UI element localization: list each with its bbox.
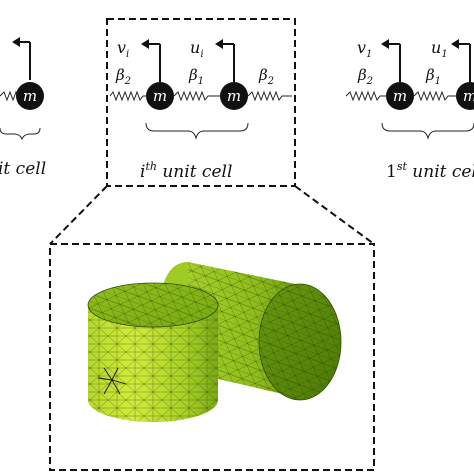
mass-label-left-edge: m <box>23 87 37 105</box>
mass-label-ui: m <box>227 87 241 105</box>
spring-beta1-1st <box>413 90 456 102</box>
disp-label-vi: vi <box>117 38 129 60</box>
brace-left-edge <box>0 127 41 141</box>
zoom-frame <box>106 18 296 187</box>
zoom-connector-left <box>49 185 108 245</box>
brace-1st-cell <box>381 122 474 140</box>
mesh-node-star <box>97 367 127 395</box>
spring-label-beta1: β1 <box>188 66 204 87</box>
arrow-tip-left-edge <box>12 37 20 47</box>
chain-diagram: m it cell β2 β1 β2 vi <box>0 18 474 187</box>
mass-label-vi: m <box>153 87 167 105</box>
spring-beta2-left <box>109 90 146 102</box>
spring-label-beta2-left: β2 <box>115 66 131 87</box>
mass-vi <box>146 82 174 110</box>
arrow-tip-vi <box>141 39 149 49</box>
first-unit-cell: β2 β1 v1 m u1 m 1st unit cel <box>345 38 474 182</box>
mass-ui <box>220 82 248 110</box>
spring-beta2-right <box>247 90 292 102</box>
arrow-tip-u1 <box>451 39 459 49</box>
caption-ith-cell: ith unit cell <box>140 160 232 182</box>
disp-label-ui: ui <box>190 38 204 60</box>
mass-v1 <box>386 82 414 110</box>
spring-beta2-1st <box>345 90 386 102</box>
arrow-tip-ui <box>215 39 223 49</box>
brace-ith-cell <box>145 122 249 140</box>
caption-1st-cell: 1st unit cel <box>386 160 474 182</box>
spring-beta1 <box>173 90 220 102</box>
spring-label-beta2-1st: β2 <box>357 66 373 87</box>
spring-label-beta1-1st: β1 <box>425 66 441 87</box>
ith-unit-cell: β2 β1 β2 vi m ui m <box>106 18 296 187</box>
mass-u1 <box>456 82 474 110</box>
fe-mesh-view <box>49 243 375 471</box>
mass-label-v1: m <box>393 87 407 105</box>
arrow-tip-v1 <box>381 39 389 49</box>
spring-label-beta2-right: β2 <box>258 66 274 87</box>
zoom-connector-right <box>294 185 375 245</box>
mass-left-edge <box>16 82 44 110</box>
front-cylinder <box>87 282 219 422</box>
caption-left-edge: it cell <box>0 159 46 179</box>
disp-label-v1: v1 <box>357 38 372 60</box>
mass-label-u1: m <box>463 87 474 105</box>
disp-label-u1: u1 <box>431 38 448 60</box>
left-unit-cell: m it cell <box>0 37 46 179</box>
